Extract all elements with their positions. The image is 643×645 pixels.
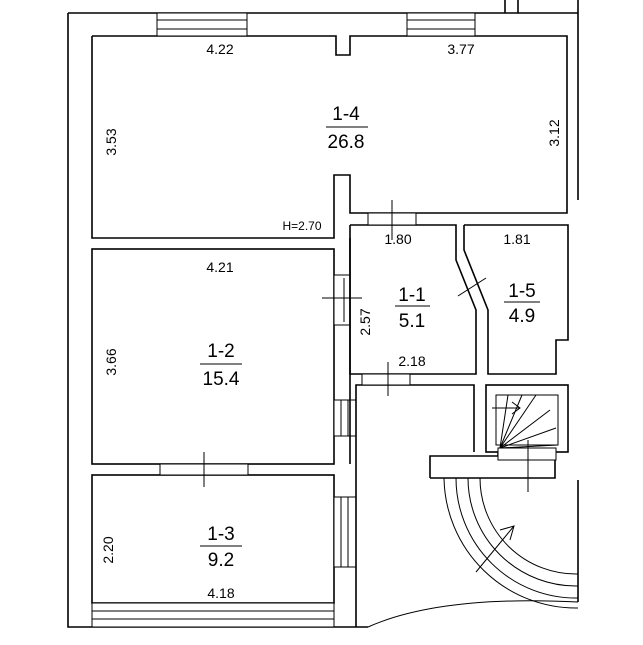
dim-1-4-top-left: 4.22 — [206, 41, 233, 57]
room-area-1-5: 4.9 — [509, 306, 535, 327]
room-1-4-walls — [91, 35, 568, 239]
door-1-1-1-5 — [457, 277, 487, 297]
room-name-1-3: 1-3 — [207, 524, 234, 545]
door-1-2-right — [333, 274, 351, 326]
dim-1-2-top: 4.21 — [206, 259, 233, 275]
dim-1-3-left: 2.20 — [100, 536, 116, 563]
room-area-1-4: 26.8 — [328, 132, 365, 153]
window-1-3-right — [333, 496, 357, 568]
dim-1-2-left: 3.66 — [103, 348, 119, 375]
room-name-1-5: 1-5 — [508, 281, 535, 302]
window-1-2-right — [333, 399, 357, 437]
room-area-1-2: 15.4 — [203, 369, 240, 390]
dim-1-1-top: 1.80 — [384, 231, 411, 247]
outer-walls — [67, 0, 579, 628]
entrance-steps — [429, 440, 579, 609]
staircase — [485, 384, 569, 453]
window-top-left — [156, 12, 248, 37]
dim-1-4-right: 3.12 — [546, 119, 562, 146]
dim-1-4-top-right: 3.77 — [447, 41, 474, 57]
room-1-5-walls — [463, 224, 569, 375]
window-1-3-bottom — [91, 602, 335, 628]
room-area-1-3: 9.2 — [208, 550, 234, 571]
room-area-1-1: 5.1 — [399, 311, 425, 332]
door-1-1-bottom — [361, 373, 411, 386]
room-name-1-1: 1-1 — [398, 285, 425, 306]
room-name-1-2: 1-2 — [207, 341, 234, 362]
dim-1-5-top: 1.81 — [503, 231, 530, 247]
dim-1-1-bottom: 2.18 — [398, 353, 425, 369]
window-top-right — [406, 12, 476, 37]
room-1-1-walls — [349, 224, 477, 375]
dim-1-3-bottom: 4.18 — [207, 585, 234, 601]
ceiling-height-label: H=2.70 — [282, 219, 321, 233]
dim-1-4-left: 3.53 — [103, 128, 119, 155]
dim-1-1-left: 2.57 — [357, 308, 373, 335]
room-name-1-4: 1-4 — [332, 104, 360, 125]
